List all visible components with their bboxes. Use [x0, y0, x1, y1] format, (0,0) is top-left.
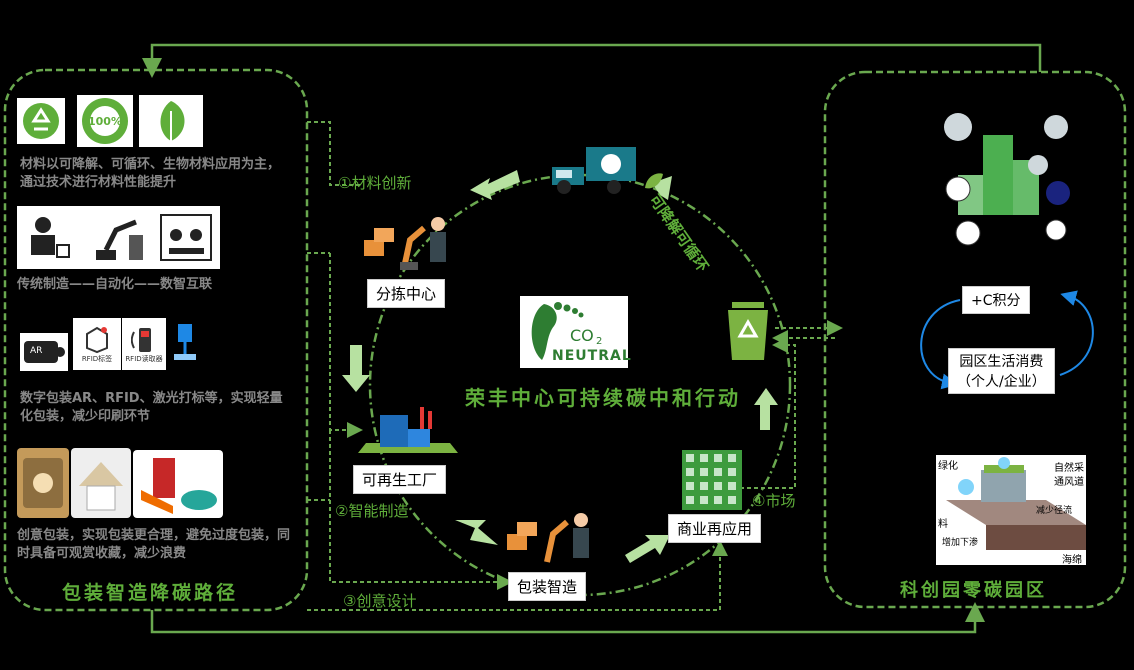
step-material-innovation: ①材料创新 — [338, 174, 412, 192]
park-consumption-box: 园区生活消费 （个人/企业） — [948, 348, 1055, 394]
diagram-label-sea: 海绵 — [1062, 555, 1082, 565]
creative-package-3 — [133, 450, 223, 518]
rfid-reader-icon: RFID读取器 — [122, 318, 166, 370]
creative-package-1 — [17, 448, 69, 518]
park-consumption-label: 园区生活消费 — [959, 354, 1044, 370]
rfid-tag-label: RFID标签 — [81, 355, 113, 363]
small-leaf-icon — [643, 170, 665, 192]
node-commercial-reuse: 商业再应用 — [668, 514, 762, 543]
logo-co2-subscript: 2 — [596, 336, 603, 347]
logo-co2-text: CO — [570, 326, 594, 345]
sponge-city-diagram: 绿化 自然采 通风道 减少径流 料 增加下渗 海绵 — [936, 455, 1086, 565]
center-title: 荣丰中心可持续碳中和行动 — [465, 386, 741, 410]
rfid-reader-label: RFID读取器 — [125, 355, 163, 363]
recycle-icon — [17, 98, 65, 144]
left-panel-title: 包装智造降碳路径 — [62, 582, 239, 604]
worker-icon — [31, 217, 70, 258]
rfid-tag-icon: RFID标签 — [73, 318, 121, 370]
recycle-truck-icon — [548, 145, 638, 197]
biodegradable-badge-icon: 100% — [77, 95, 133, 147]
diagram-label-material: 料 — [938, 519, 948, 530]
node-smart-packaging: 包装智造 — [508, 572, 587, 601]
smart-park-illustration — [938, 105, 1083, 253]
manufacturing-text: 传统制造——自动化——数智互联 — [17, 277, 213, 292]
right-panel-title: 科创园零碳园区 — [900, 580, 1047, 601]
material-text: 材料以可降解、可循环、生物材料应用为主，通过技术进行材料性能提升 — [20, 157, 281, 190]
diagram-label-infiltration: 增加下渗 — [942, 538, 979, 548]
logo-neutral-text: NEUTRAL — [552, 348, 632, 364]
diagram-label-runoff: 减少径流 — [1036, 506, 1073, 516]
node-sorting-center: 分拣中心 — [367, 279, 446, 308]
diagram-label-green: 绿化 — [938, 461, 958, 472]
diagram-label-natural: 自然采 — [1054, 463, 1084, 474]
laser-marker-icon — [172, 322, 198, 362]
packaging-factory-icon — [505, 510, 597, 566]
node-renewable-factory: 可再生工厂 — [353, 465, 447, 494]
ar-text: AR — [30, 346, 43, 356]
smart-factory-icon — [160, 214, 212, 261]
leaf-icon — [139, 95, 203, 147]
park-consumption-sublabel: （个人/企业） — [957, 374, 1046, 390]
renewable-factory-icon — [358, 405, 458, 457]
diagram-label-vent: 通风道 — [1054, 477, 1084, 488]
step-smart-manufacturing: ②智能制造 — [335, 502, 409, 520]
badge-text: 100% — [88, 114, 122, 128]
creative-package-2 — [71, 448, 131, 518]
digital-packaging-text: 数字包装AR、RFID、激光打标等，实现轻量化包装，减少印刷环节 — [20, 391, 283, 424]
creative-packaging-text: 创意包装，实现包装更合理，避免过度包装，同时具备可观赏收藏，减少浪费 — [17, 528, 291, 561]
ar-icon: AR — [20, 333, 68, 371]
robot-arm-icon — [96, 219, 143, 260]
manufacturing-icons — [17, 206, 220, 269]
commercial-icons-grid — [682, 450, 742, 510]
step-market: ④市场 — [752, 492, 796, 510]
recycle-bin-icon — [724, 300, 772, 362]
step-creative-design: ③创意设计 — [343, 592, 417, 610]
carbon-points-label: +C积分 — [962, 286, 1030, 314]
sorting-center-icon — [362, 210, 454, 272]
